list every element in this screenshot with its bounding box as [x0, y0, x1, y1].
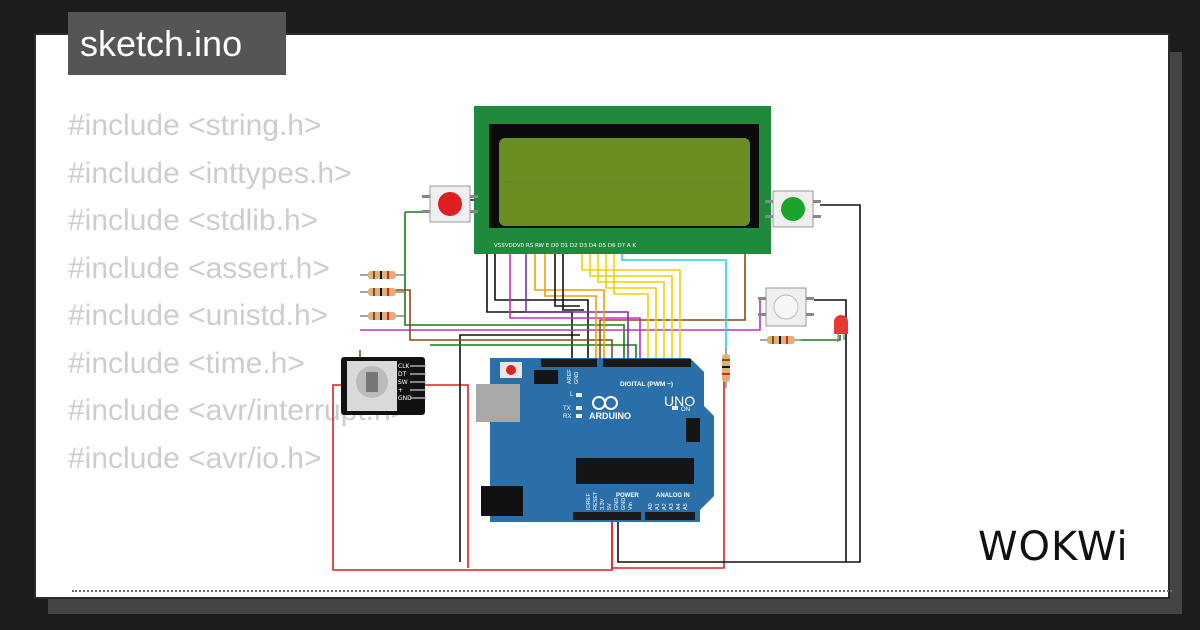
aref-label: AREF	[567, 369, 573, 384]
analog-header	[645, 512, 695, 520]
code-line: #include <stdlib.h>	[68, 204, 319, 237]
resistor[interactable]	[360, 312, 404, 320]
lcd-display[interactable]: VSSVDDV0 RS RW E D0 D1 D2 D3 D4 D5 D6 D7…	[474, 106, 771, 254]
power-header	[573, 512, 641, 520]
uno-label: UNO	[664, 393, 695, 409]
analog-pin-label: A4	[676, 503, 682, 510]
rx-label: RX	[563, 414, 571, 420]
red-pushbutton[interactable]	[422, 185, 478, 223]
analog-pin-label: A2	[662, 503, 668, 510]
l-led-label: L	[570, 392, 574, 398]
resistor[interactable]	[722, 348, 730, 388]
encoder-pin-gnd: GND	[398, 395, 412, 402]
code-line: #include <string.h>	[68, 109, 322, 142]
rotary-encoder[interactable]: CLK DT SW + GND	[341, 357, 426, 415]
arduino-infinity-icon	[592, 396, 618, 410]
code-line: #include <unistd.h>	[68, 299, 329, 332]
code-line: #include <time.h>	[68, 346, 305, 380]
dotted-divider	[72, 590, 1172, 596]
power-pin-label: IOREF	[586, 493, 592, 510]
analog-pin-labels: A0 A1 A2 A3 A4 A5	[648, 503, 689, 510]
code-preview: #include <string.h> #include <inttypes.h…	[68, 102, 408, 482]
file-title: sketch.ino	[68, 12, 286, 75]
analog-pin-label: A5	[683, 503, 689, 510]
digital-label: DIGITAL (PWM ~)	[620, 381, 673, 388]
digital-header-left	[541, 359, 597, 367]
code-line: #include <assert.h>	[68, 251, 330, 285]
power-pin-label: RESET	[593, 491, 599, 510]
green-pushbutton[interactable]	[765, 190, 821, 228]
arduino-label: ARDUINO	[589, 411, 631, 421]
power-pin-label: 3.3V	[600, 498, 606, 510]
encoder-pin-clk: CLK	[398, 363, 411, 370]
resistors	[360, 271, 802, 388]
resistor[interactable]	[760, 336, 802, 344]
arduino-uno-board[interactable]: DIGITAL (PWM ~) UNO ARDUINO L TX RX ON P…	[476, 358, 714, 522]
red-led[interactable]	[834, 315, 848, 342]
power-pin-labels: IOREF RESET 3.3V 5V GND GND Vin	[586, 491, 634, 510]
power-label: POWER	[616, 493, 639, 499]
power-pin-label: GND	[621, 498, 627, 510]
analog-pin-label: A1	[655, 503, 661, 510]
analog-pin-label: A0	[648, 503, 654, 510]
wokwi-logo: WOKWi	[978, 524, 1129, 570]
power-pin-label: 5V	[607, 503, 613, 510]
encoder-pin-sw: SW	[398, 379, 408, 386]
on-label: ON	[681, 407, 690, 413]
tx-label: TX	[563, 406, 571, 412]
lcd-pin-labels: VSSVDDV0 RS RW E D0 D1 D2 D3 D4 D5 D6 D7…	[494, 243, 636, 249]
encoder-pin-labels: CLK DT SW + GND	[398, 363, 412, 402]
power-pin-label: GND	[614, 498, 620, 510]
encoder-pin-plus: +	[398, 387, 403, 394]
resistor[interactable]	[360, 288, 404, 296]
white-pushbutton[interactable]	[758, 287, 814, 327]
code-line: #include <avr/io.h>	[68, 441, 322, 475]
atmega-chip	[576, 458, 694, 484]
analog-label: ANALOG IN	[656, 493, 690, 499]
code-line: #include <inttypes.h>	[68, 156, 352, 190]
gnd-label: GND	[574, 372, 580, 384]
encoder-pin-dt: DT	[398, 371, 407, 378]
digital-header-right	[603, 359, 691, 367]
analog-pin-label: A3	[669, 503, 675, 510]
resistor[interactable]	[360, 271, 404, 279]
power-pin-label: Vin	[628, 502, 634, 510]
